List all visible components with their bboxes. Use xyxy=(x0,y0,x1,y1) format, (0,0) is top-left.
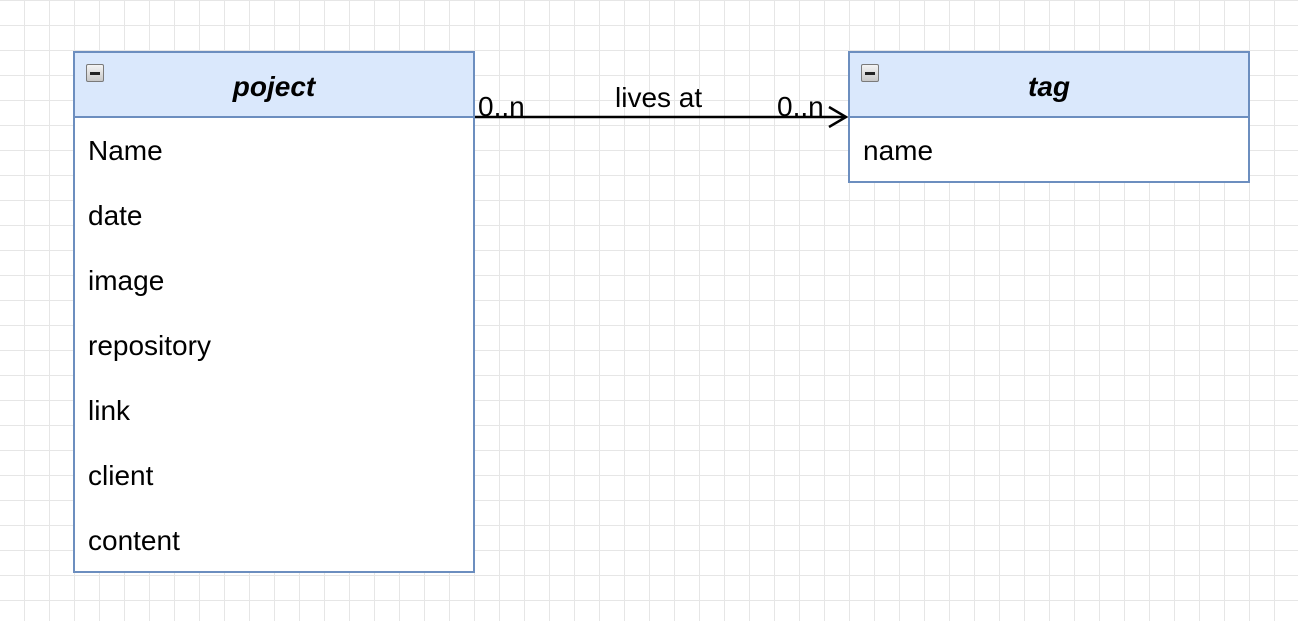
project-field[interactable]: client xyxy=(88,460,154,491)
tag-class[interactable]: tag name xyxy=(848,51,1250,183)
tag-field[interactable]: name xyxy=(863,135,934,166)
source-multiplicity[interactable]: 0..n xyxy=(478,91,525,122)
target-multiplicity[interactable]: 0..n xyxy=(777,91,824,122)
project-field[interactable]: repository xyxy=(88,330,211,361)
project-class[interactable]: poject Name date image repository link c… xyxy=(73,51,475,573)
collapse-icon[interactable] xyxy=(861,64,879,82)
tag-class-title: tag xyxy=(1028,70,1070,102)
project-field[interactable]: Name xyxy=(88,135,163,166)
tag-class-header[interactable]: tag xyxy=(850,53,1248,118)
project-field[interactable]: link xyxy=(88,395,131,426)
project-field[interactable]: image xyxy=(88,265,165,296)
collapse-icon[interactable] xyxy=(86,64,104,82)
project-class-title: poject xyxy=(232,70,316,102)
association-label[interactable]: lives at xyxy=(615,82,703,113)
project-field[interactable]: date xyxy=(88,200,143,231)
project-field[interactable]: content xyxy=(88,525,180,556)
project-class-header[interactable]: poject xyxy=(75,53,473,118)
arrowhead-icon xyxy=(828,105,849,129)
